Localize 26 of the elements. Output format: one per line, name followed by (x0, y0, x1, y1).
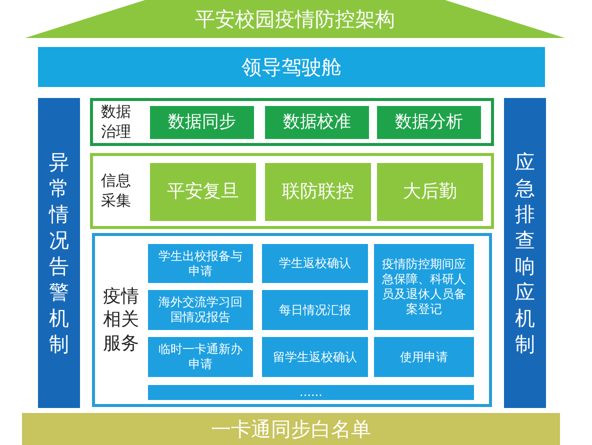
module-tile: 数据校准 (265, 106, 369, 139)
service-tile: 每日情况汇报 (262, 290, 368, 330)
module-tile: 数据分析 (377, 106, 481, 139)
service-tile: ...... (148, 385, 474, 400)
side-pillar: 异常情况告警机制 (38, 98, 80, 408)
roof-title: 平安校园疫情防控架构 (195, 6, 395, 32)
bottom-bar: 一卡通同步白名单 (22, 413, 560, 445)
module-tile: 平安复旦 (150, 163, 256, 221)
service-tile: 使用申请 (374, 337, 474, 377)
service-tile: 学生出校报备与申请 (148, 244, 253, 283)
layer-panel (90, 98, 494, 146)
layer-label: 数据治理 (100, 102, 132, 142)
module-tile: 联防联控 (265, 163, 371, 221)
top-bar: 领导驾驶舱 (38, 47, 545, 87)
layer-label: 信息采集 (100, 172, 132, 210)
layer-panel (92, 233, 492, 407)
service-tile: 临时一卡通新办申请 (148, 337, 253, 377)
layer-label: 疫情相关服务 (102, 284, 140, 356)
module-tile: 数据同步 (150, 106, 254, 139)
module-tile: 大后勤 (377, 163, 483, 221)
layer-panel (90, 153, 494, 229)
service-tile: 留学生返校确认 (262, 337, 368, 377)
service-tile: 海外交流学习回国情况报告 (148, 290, 253, 330)
side-pillar: 应急排查响应机制 (504, 98, 546, 408)
service-tile: 疫情防控期间应急保障、科研人员及退休人员备案登记 (374, 244, 474, 330)
service-tile: 学生返校确认 (262, 244, 368, 283)
